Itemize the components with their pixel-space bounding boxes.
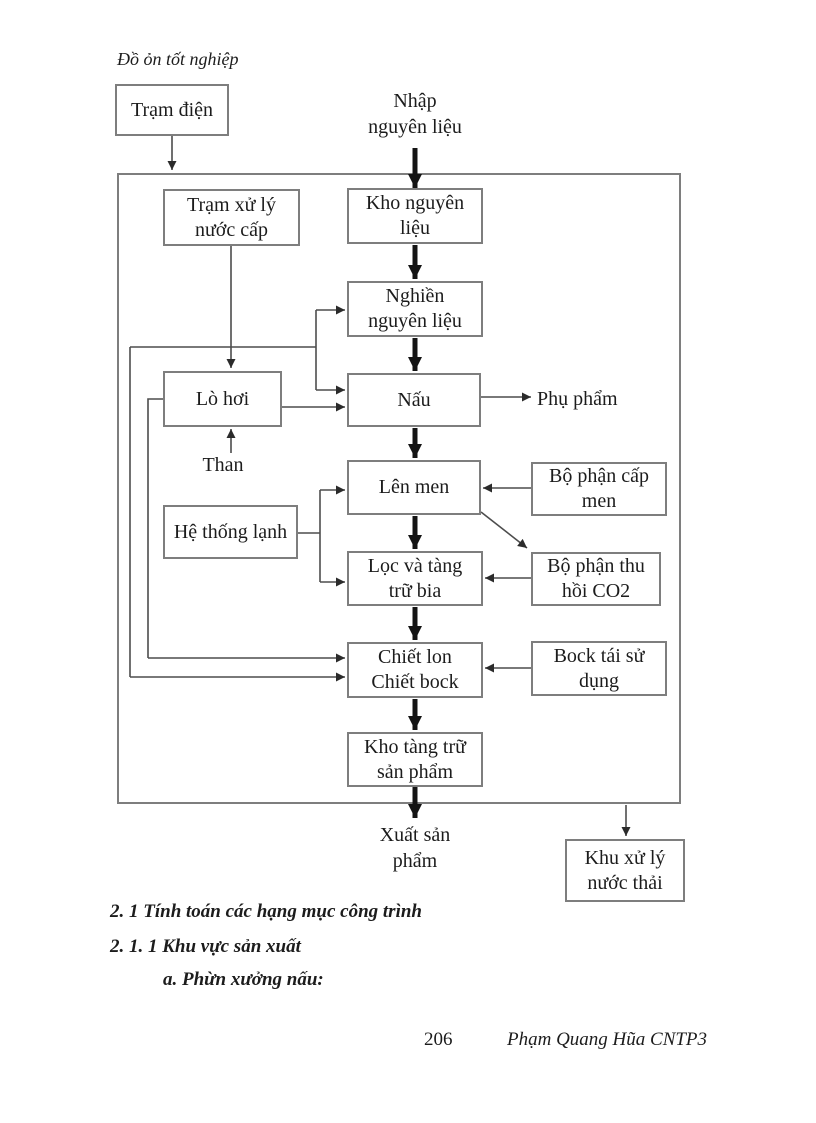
section-heading-1: 2. 1 Tính toán các hạng mục công trình [110, 901, 422, 922]
line-lo-hoi-down [147, 398, 163, 658]
box-lo-hoi: Lò hơi [163, 371, 282, 427]
box-tram-xu-ly-nuoc-cap: Trạm xử lý nước cấp [163, 189, 300, 246]
page-number: 206 [424, 1029, 453, 1050]
box-bo-phan-cap-men: Bộ phận cấp men [531, 462, 667, 516]
box-bo-phan-thu-hoi-co2: Bộ phận thu hồi CO2 [531, 552, 661, 606]
box-kho-tang-tru-san-pham: Kho tàng trữ sản phẩm [347, 732, 483, 787]
box-bock-tai-su-dung: Bock tái sử dụng [531, 641, 667, 696]
box-chiet-lon-chiet-bock: Chiết lon Chiết bock [347, 642, 483, 698]
box-kho-nguyen-lieu: Kho nguyên liệu [347, 188, 483, 244]
production-area-frame [117, 173, 681, 804]
utility-connectors [129, 136, 631, 836]
arrow-len-men-co2 [480, 511, 528, 549]
box-len-men: Lên men [347, 460, 481, 515]
header-note: Đồ ỏn tốt nghiệp [117, 49, 239, 69]
box-tram-dien: Trạm điện [115, 84, 229, 136]
box-nghien-nguyen-lieu: Nghiền nguyên liệu [347, 281, 483, 337]
section-heading-3: a. Phừn xưởng nấu: [163, 969, 324, 990]
label-than: Than [202, 454, 244, 476]
section-heading-2: 2. 1. 1 Khu vực sản xuất [110, 936, 301, 957]
box-khu-xu-ly-nuoc-thai: Khu xử lý nước thải [565, 839, 685, 902]
label-nhap-nguyen-lieu: Nhập nguyên liệu [368, 90, 462, 138]
footer-author: Phạm Quang Hũa CNTP3 [507, 1029, 708, 1050]
label-phu-pham: Phụ phẩm [537, 388, 618, 410]
box-loc-va-tang-tru-bia: Lọc và tàng trữ bia [347, 551, 483, 606]
box-he-thong-lanh: Hệ thống lạnh [163, 505, 298, 559]
box-nau: Nấu [347, 373, 481, 427]
label-xuat-san-pham: Xuất sản phẩm [379, 824, 451, 872]
